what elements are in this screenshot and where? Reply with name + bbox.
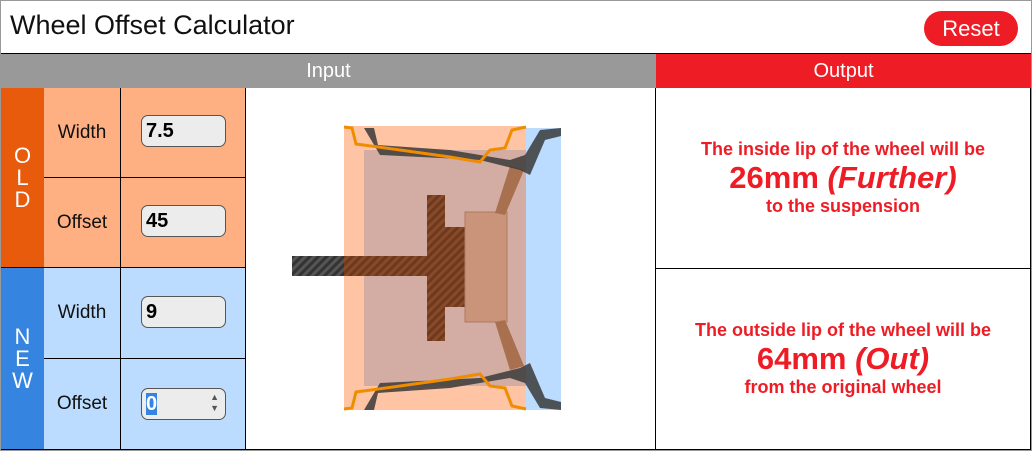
outside-amount: 64mm <box>756 341 847 376</box>
wheel-cross-section <box>292 125 561 411</box>
wheel-diagram <box>246 88 656 450</box>
reset-button[interactable]: Reset <box>924 11 1018 46</box>
outside-line1: The outside lip of the wheel will be <box>694 320 992 340</box>
old-offset-cell: 45 <box>121 178 246 268</box>
axle-icon <box>292 256 344 276</box>
new-offset-cell: 0 ▲▼ <box>121 359 246 450</box>
new-offset-label: Offset <box>44 359 121 450</box>
new-rim-top <box>364 128 561 175</box>
hub-icon <box>427 195 445 341</box>
new-letter: W <box>12 367 33 393</box>
new-offset-input[interactable]: 0 ▲▼ <box>141 388 226 420</box>
outside-lip-result: The outside lip of the wheel will be 64m… <box>656 269 1031 450</box>
inside-lip-result: The inside lip of the wheel will be 26mm… <box>656 88 1031 269</box>
new-width-input[interactable]: 9 <box>141 296 226 328</box>
old-width-cell: 7.5 <box>121 88 246 178</box>
input-header: Input <box>1 53 656 88</box>
old-rim-top <box>343 125 527 164</box>
old-width-input[interactable]: 7.5 <box>141 115 226 147</box>
page-title: Wheel Offset Calculator <box>10 10 295 40</box>
outside-direction: (Out) <box>855 341 930 376</box>
new-width-label: Width <box>44 268 121 359</box>
inside-amount: 26mm <box>729 160 819 195</box>
new-width-cell: 9 <box>121 268 246 359</box>
old-rim-bottom <box>343 372 527 411</box>
old-offset-input[interactable]: 45 <box>141 205 226 237</box>
old-width-label: Width <box>44 88 121 178</box>
new-letter: E <box>15 345 30 371</box>
old-letter: D <box>14 186 31 212</box>
old-letter: O <box>13 142 32 168</box>
spinner-icon[interactable]: ▲▼ <box>210 392 219 413</box>
new-letter: N <box>14 323 31 349</box>
new-rim-bottom <box>364 363 561 410</box>
old-offset-label: Offset <box>44 178 121 268</box>
inside-line1: The inside lip of the wheel will be <box>700 139 986 159</box>
outside-line3: from the original wheel <box>744 377 942 397</box>
new-offset-value: 0 <box>146 393 158 415</box>
old-letter: L <box>16 164 29 190</box>
inside-line3: to the suspension <box>765 196 920 216</box>
output-header: Output <box>656 53 1031 88</box>
inside-direction: (Further) <box>827 160 957 195</box>
